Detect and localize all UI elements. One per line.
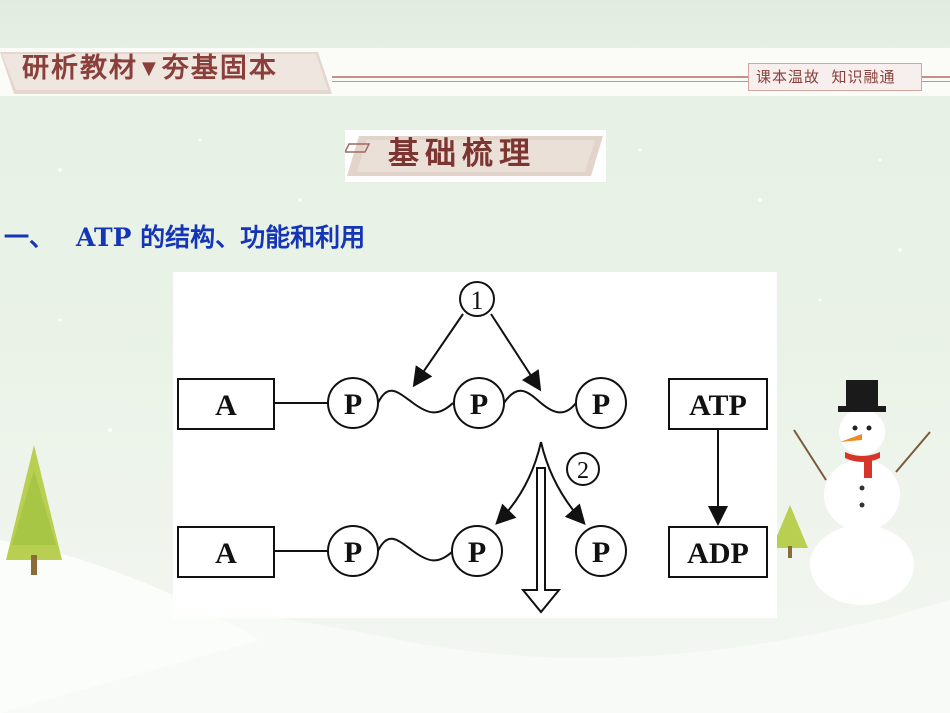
phosphate-circle-top-3 <box>575 377 627 429</box>
adenosine-label-top: A <box>215 389 237 422</box>
phosphate-circle-bottom-2 <box>451 525 503 577</box>
snowman-icon <box>793 380 931 605</box>
high-energy-bond-bottom <box>377 537 454 562</box>
header-left-title: 研析教材▼夯基固本 <box>22 52 278 86</box>
atp-diagram-svg: 1 ① A P P P 2 ② A P P <box>173 272 768 614</box>
arrow-to-released-phosphate <box>540 441 586 525</box>
arrow-to-bond-1 <box>412 313 464 388</box>
tree-right-icon <box>772 505 808 558</box>
label-1-circle <box>459 281 495 317</box>
header-right-tag-box <box>748 63 922 91</box>
adenosine-box-top <box>177 378 275 430</box>
arrow-to-adp <box>495 441 542 525</box>
label-1-value: ① <box>173 272 174 273</box>
tree-left-icon <box>6 445 62 575</box>
phosphate-label-top-1: P <box>344 388 362 421</box>
phosphate-label-top-3: P <box>592 388 610 421</box>
header-right-tag: 课本温故 知识融通 <box>756 68 896 86</box>
adenosine-box-bottom <box>177 526 275 578</box>
topic-heading: 一、 ATP 的结构、功能和利用 <box>4 222 365 254</box>
label-2-value: ② <box>173 272 174 273</box>
atp-label: ATP <box>689 389 747 422</box>
heading-number: 一、 <box>4 223 55 252</box>
atp-box <box>668 378 768 430</box>
header-title-part2: 夯基固本 <box>161 53 278 84</box>
header-separator-icon: ▼ <box>142 58 158 79</box>
released-phosphate-circle <box>575 525 627 577</box>
phosphate-label-top-2: P <box>470 388 488 421</box>
pencil-icon <box>345 143 371 153</box>
phosphate-label-bottom-1: P <box>344 536 362 569</box>
header-title-part1: 研析教材 <box>22 53 138 84</box>
label-1-text: 1 <box>471 286 484 315</box>
atp-structure-diagram: 1 ① A P P P 2 ② A P P <box>173 272 777 618</box>
released-phosphate-label: P <box>592 536 610 569</box>
heading-atp: ATP <box>76 223 132 252</box>
section-title: 基础梳理 <box>388 136 536 172</box>
heading-text: 的结构、功能和利用 <box>140 223 366 252</box>
top-decorative-strip <box>0 0 950 48</box>
label-2-circle <box>566 452 600 486</box>
header-divider-line <box>332 76 950 78</box>
section-badge <box>345 130 606 182</box>
header-tab-shape <box>0 52 332 94</box>
adp-box <box>668 526 768 578</box>
adenosine-label-bottom: A <box>215 537 237 570</box>
energy-release-arrow-icon <box>520 467 562 614</box>
high-energy-bond-top-2 <box>503 389 577 414</box>
adp-label: ADP <box>687 537 749 570</box>
high-energy-bond-top-1 <box>377 389 454 414</box>
label-2-text: 2 <box>577 458 589 484</box>
arrow-to-bond-2 <box>490 313 542 392</box>
header-divider-line-thin <box>332 81 950 82</box>
phosphate-label-bottom-2: P <box>468 536 486 569</box>
